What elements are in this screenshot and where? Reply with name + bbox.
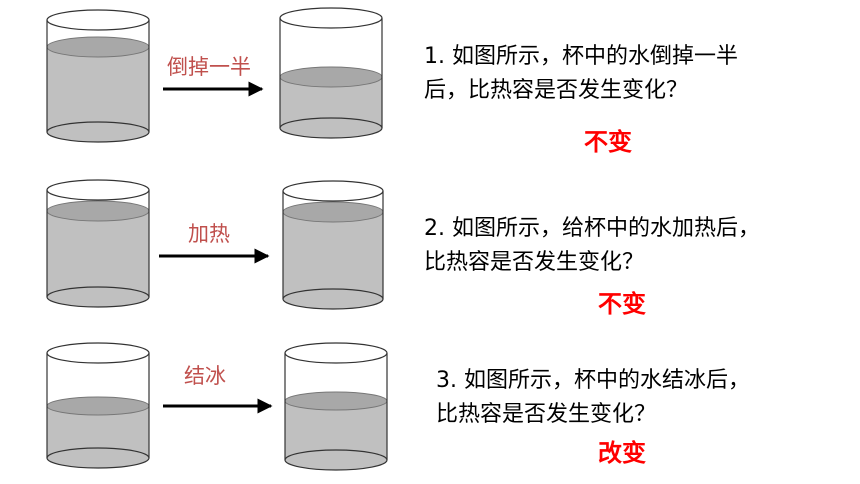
question-2-line-1: 2. 如图所示，给杯中的水加热后，: [424, 216, 760, 241]
beaker-before-1: [46, 9, 150, 143]
beaker-after-3: [284, 342, 388, 471]
beaker-before-3: [46, 342, 150, 469]
answer-3: 改变: [598, 439, 646, 467]
question-1-line-2: 后，比热容是否发生变化？: [424, 78, 689, 103]
question-3-line-2: 比热容是否发生变化？: [436, 402, 657, 427]
action-label-2: 加热: [188, 222, 230, 246]
question-1: 1. 如图所示，杯中的水倒掉一半 后，比热容是否发生变化？: [424, 40, 738, 108]
beaker-after-1: [279, 7, 383, 139]
question-3: 3. 如图所示，杯中的水结冰后， 比热容是否发生变化？: [436, 364, 750, 432]
question-2-line-2: 比热容是否发生变化？: [424, 250, 645, 275]
beaker-before-2: [46, 179, 150, 308]
action-label-3: 结冰: [184, 364, 226, 388]
action-label-1: 倒掉一半: [167, 55, 251, 79]
question-2: 2. 如图所示，给杯中的水加热后， 比热容是否发生变化？: [424, 212, 760, 280]
beaker-after-2: [282, 180, 384, 310]
answer-1: 不变: [584, 128, 632, 156]
question-3-line-1: 3. 如图所示，杯中的水结冰后，: [436, 368, 750, 393]
question-1-line-1: 1. 如图所示，杯中的水倒掉一半: [424, 44, 738, 69]
answer-2: 不变: [598, 290, 646, 318]
